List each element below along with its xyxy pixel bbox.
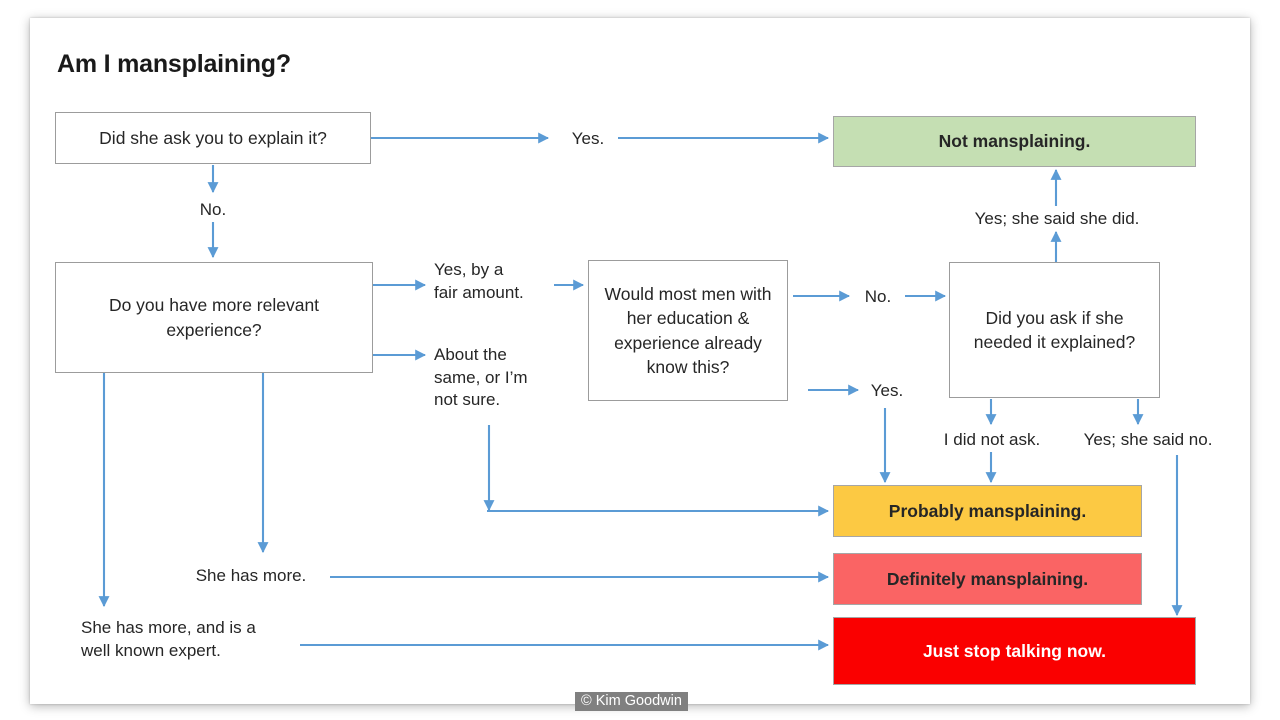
edge-label-no-q3: No. — [864, 287, 892, 306]
question-node-did-you-ask[interactable]: Did you ask if she needed it explained? — [949, 262, 1160, 398]
question-node-label: Did she ask you to explain it? — [99, 127, 327, 148]
question-node-would-most-men[interactable]: Would most men with her education & expe… — [588, 260, 788, 401]
edge-label-yes-q1: Yes. — [571, 129, 605, 148]
question-node-label: Did you ask if she needed it explained? — [973, 307, 1136, 352]
question-node-did-she-ask[interactable]: Did she ask you to explain it? — [55, 112, 371, 164]
edge-label-yes-q3: Yes. — [870, 381, 904, 400]
outcome-node-label: Just stop talking now. — [922, 640, 1107, 661]
edge-label-no-q1: No. — [199, 200, 227, 219]
outcome-node-label: Not mansplaining. — [938, 131, 1091, 151]
outcome-node-label: Probably mansplaining. — [888, 500, 1087, 521]
question-node-label: Would most men with her education & expe… — [604, 284, 772, 377]
edge-label-she-has-more: She has more. — [195, 566, 307, 585]
outcome-node-probably-mansplaining[interactable]: Probably mansplaining. — [833, 485, 1142, 537]
question-node-more-experience[interactable]: Do you have more relevant experience? — [55, 262, 373, 373]
edge-label-yes-she-said-no: Yes; she said no. — [1083, 430, 1213, 449]
question-node-label: Do you have more relevant experience? — [108, 295, 320, 340]
edge-label-yes-she-said-she-did: Yes; she said she did. — [974, 209, 1140, 228]
edge-label-she-has-more-expert: She has more, and is a well known expert… — [81, 618, 256, 660]
outcome-node-not-mansplaining[interactable]: Not mansplaining. — [833, 116, 1196, 167]
outcome-node-definitely-mansplaining[interactable]: Definitely mansplaining. — [833, 553, 1142, 605]
outcome-node-label: Definitely mansplaining. — [886, 568, 1089, 589]
edge-label-about-the-same: About the same, or I’m not sure. — [434, 345, 528, 410]
page-title: Am I mansplaining? — [57, 50, 291, 78]
edge-label-i-did-not-ask: I did not ask. — [943, 430, 1041, 449]
edge-label-yes-fair-amount: Yes, by a fair amount. — [434, 260, 524, 302]
outcome-node-just-stop-talking[interactable]: Just stop talking now. — [833, 617, 1196, 685]
copyright-badge: © Kim Goodwin — [575, 692, 688, 711]
